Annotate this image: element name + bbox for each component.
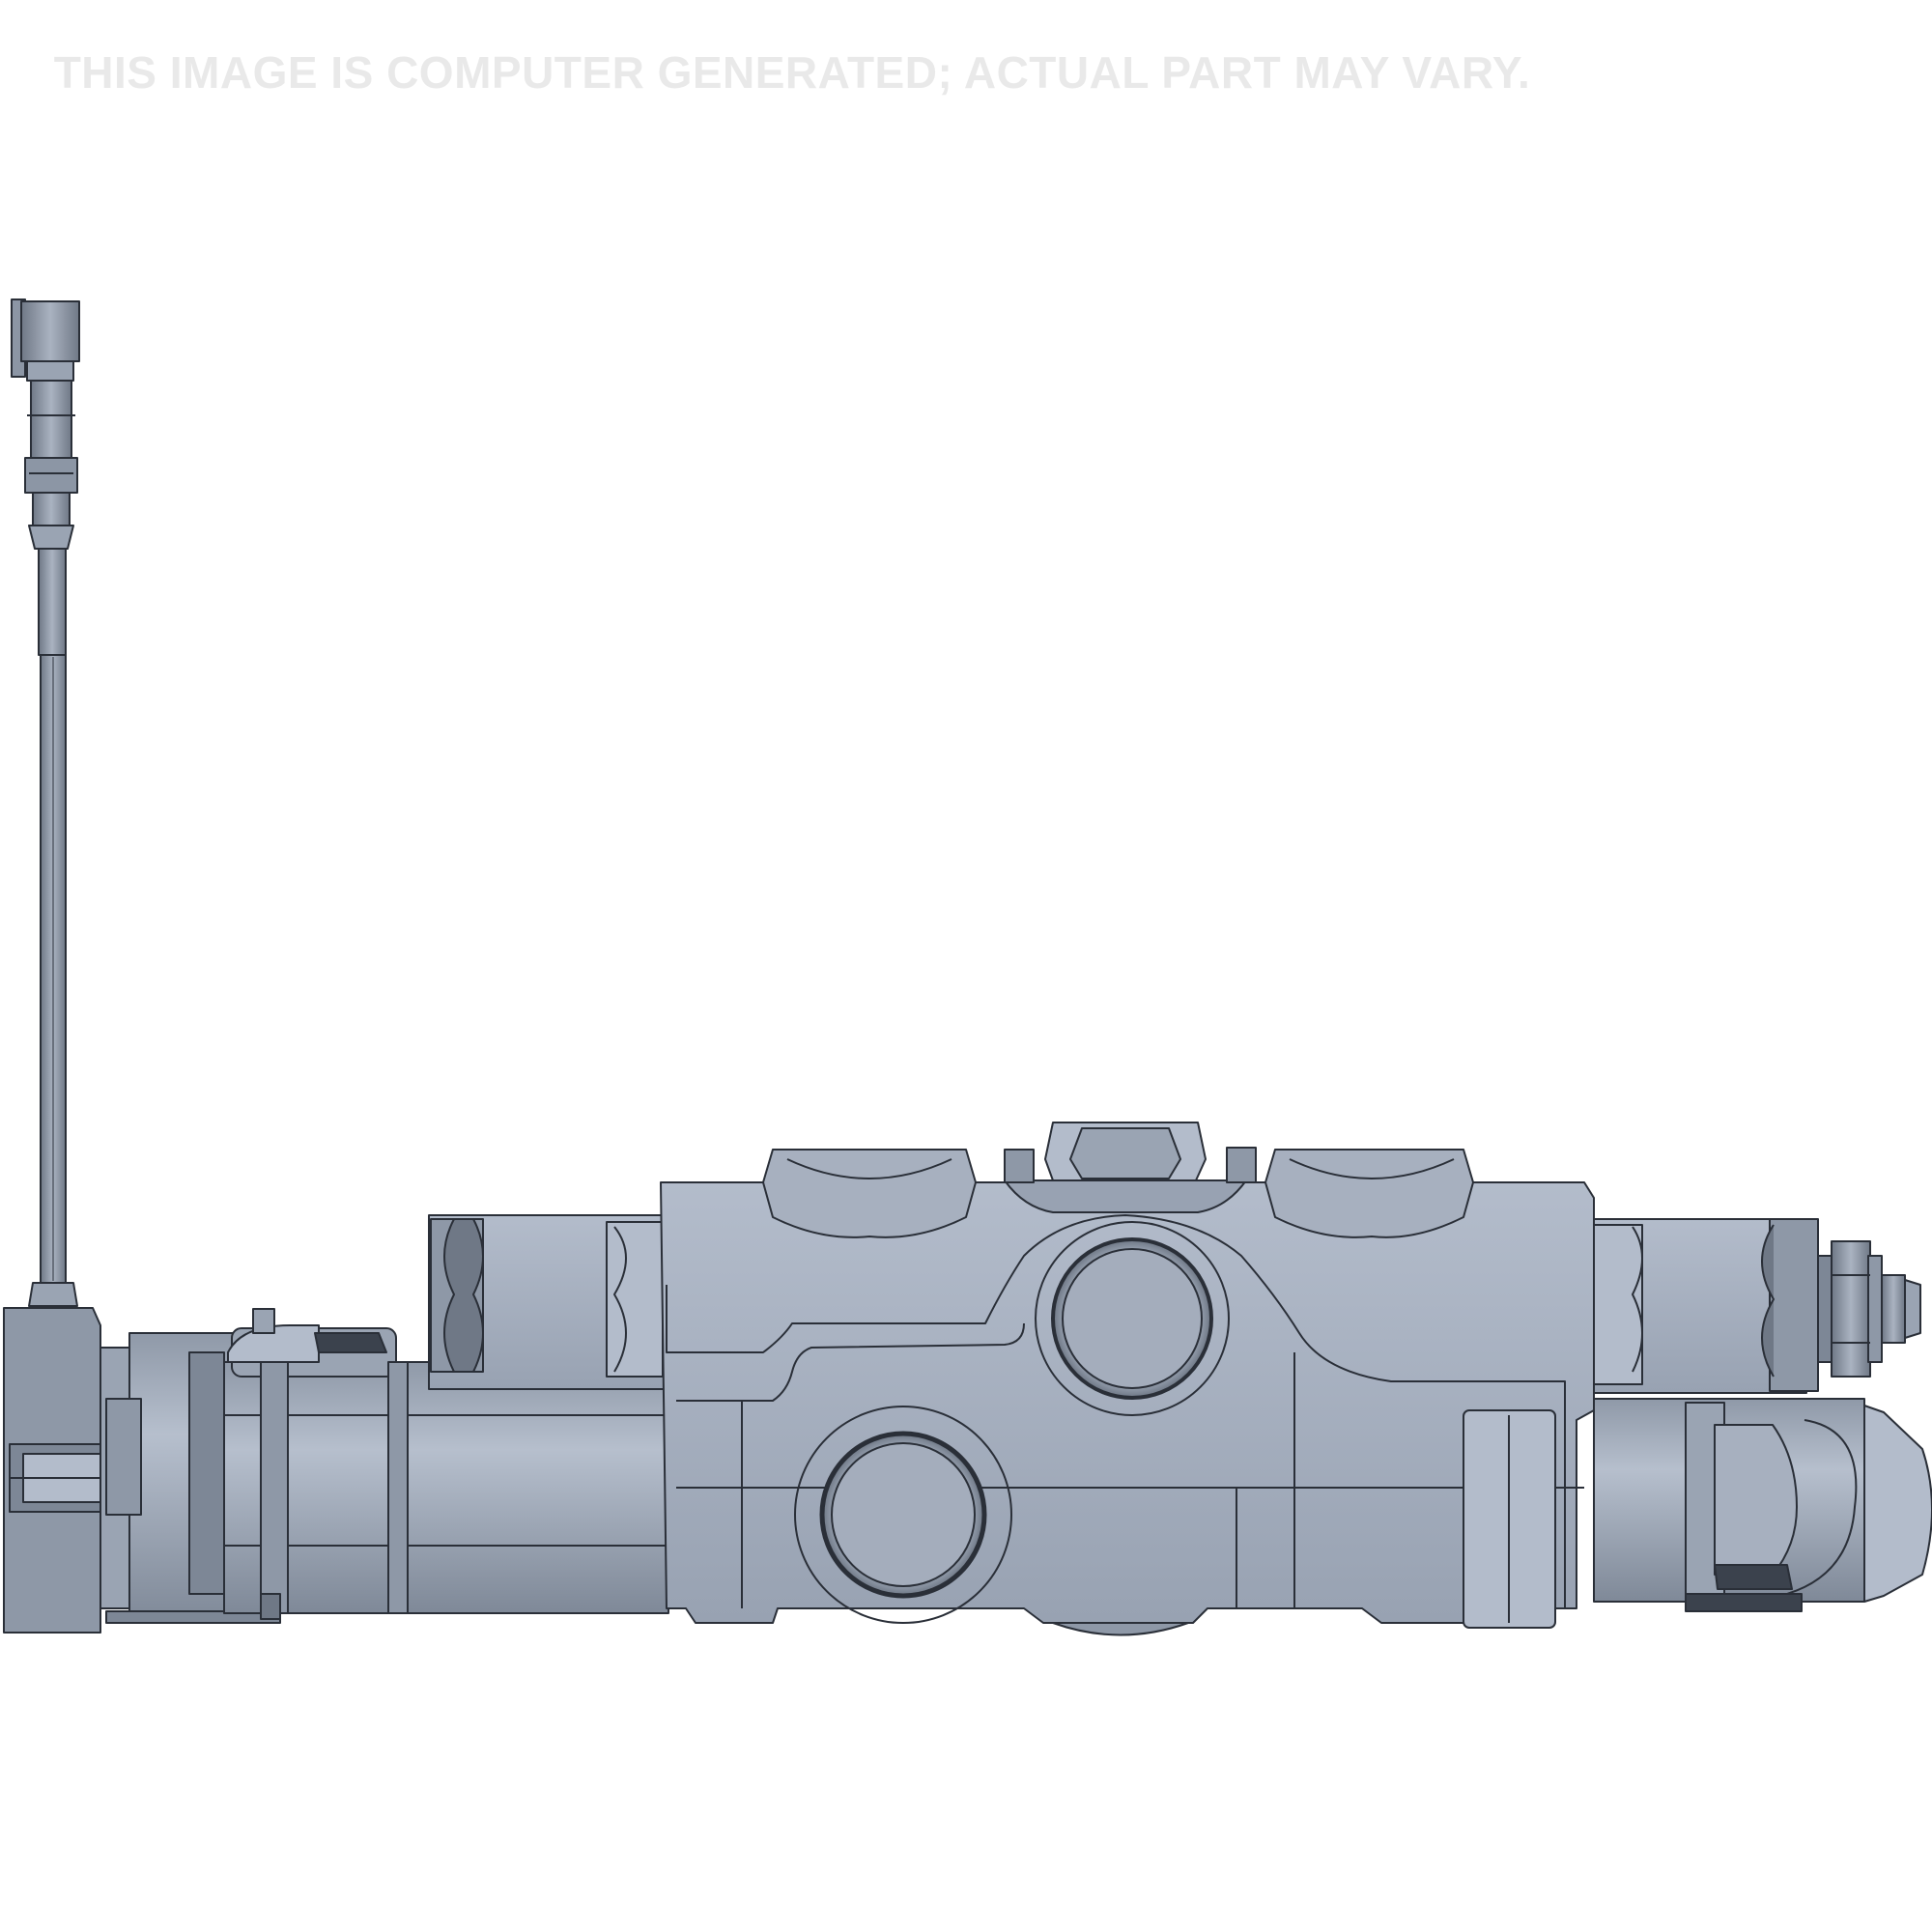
left-end-cap [428, 1214, 668, 1390]
cable [28, 654, 78, 1307]
left-coil-block [3, 1307, 281, 1634]
right-solenoid [1593, 1398, 1932, 1612]
adjuster-stem [1817, 1240, 1921, 1378]
right-end-cap [1593, 1218, 1819, 1394]
port-upper [1035, 1221, 1230, 1416]
connector-plug [11, 298, 80, 656]
port-lower [794, 1406, 1012, 1624]
disclaimer-watermark: THIS IMAGE IS COMPUTER GENERATED; ACTUAL… [53, 47, 1531, 98]
solenoid-cylinder [223, 1308, 669, 1620]
